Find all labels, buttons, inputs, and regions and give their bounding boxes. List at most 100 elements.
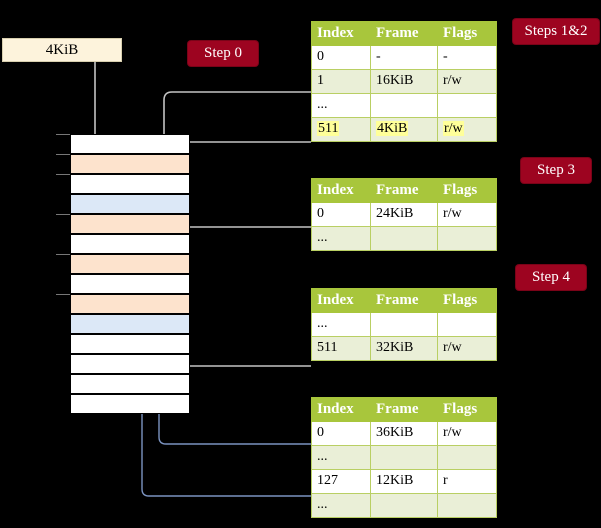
memory-frame-row [70,154,190,174]
memory-tick [56,134,70,135]
memory-tick [56,254,70,255]
memory-frame-row [70,374,190,394]
wire-table2-511-out [178,340,311,367]
cell-flags: - [437,45,497,70]
cell-flags [437,445,497,470]
badge-step-4: Step 4 [516,265,586,290]
memory-frame-row [70,274,190,294]
cell-index: 0 [311,45,371,70]
cell-frame: 36KiB [370,421,438,446]
cell-flags [437,312,497,337]
memory-tick [56,294,70,295]
memory-frame-row [70,294,190,314]
cell-index: 511 [311,336,371,361]
table-row: ... [311,312,497,337]
memory-tick [56,214,70,215]
badge-steps-1-2: Steps 1&2 [513,19,599,44]
column-header-index: Index [311,178,371,203]
cell-frame: 16KiB [370,69,438,94]
page-4kib-box: 4KiB [2,38,122,62]
cell-frame: 12KiB [370,469,438,494]
column-header-frame: Frame [370,288,438,313]
cell-index: ... [311,226,371,251]
cell-index: ... [311,312,371,337]
memory-frame-row [70,254,190,274]
cell-frame [370,445,438,470]
cell-index: 1 [311,69,371,94]
badge-step-0-label: Step 0 [204,45,242,61]
cell-flags [437,226,497,251]
column-header-index: Index [311,288,371,313]
badge-step-4-label: Step 4 [532,269,570,285]
badge-step-0: Step 0 [188,41,258,66]
cell-flags: r [437,469,497,494]
cell-frame: 24KiB [370,202,438,227]
cell-frame: 32KiB [370,336,438,361]
cell-index: 0 [311,202,371,227]
column-header-index: Index [311,397,371,422]
column-header-flags: Flags [437,397,497,422]
memory-frame-row [70,234,190,254]
cell-flags: r/w [437,421,497,446]
cell-index: ... [311,493,371,518]
cell-flags: r/w [437,336,497,361]
table-row: ... [311,493,497,518]
table-row: ... [311,93,497,118]
column-header-flags: Flags [437,288,497,313]
cell-flags [437,93,497,118]
badge-steps-1-2-label: Steps 1&2 [524,23,588,39]
memory-frame-row [70,214,190,234]
badge-step-3: Step 3 [521,158,591,183]
memory-frame-row [70,394,190,414]
memory-frame-row [70,174,190,194]
cell-flags [437,493,497,518]
badge-step-3-label: Step 3 [537,162,575,178]
table-row: ... [311,226,497,251]
cell-index: ... [311,445,371,470]
cell-frame: - [370,45,438,70]
highlighted-value: r/w [443,121,464,136]
cell-flags: r/w [437,69,497,94]
cell-flags: r/w [437,117,497,142]
column-header-flags: Flags [437,21,497,46]
memory-frame-row [70,334,190,354]
cell-frame: 4KiB [370,117,438,142]
page-4kib-label: 4KiB [45,42,79,58]
column-header-flags: Flags [437,178,497,203]
cell-frame [370,93,438,118]
cell-frame [370,226,438,251]
memory-tick [56,154,70,155]
cell-index: 0 [311,421,371,446]
cell-index: 127 [311,469,371,494]
memory-frame-row [70,134,190,154]
cell-index: 511 [311,117,371,142]
cell-flags: r/w [437,202,497,227]
wire-table1-row0-out [178,226,311,253]
column-header-frame: Frame [370,178,438,203]
cell-index: ... [311,93,371,118]
memory-frame-row [70,194,190,214]
column-header-frame: Frame [370,397,438,422]
cell-frame [370,312,438,337]
column-header-index: Index [311,21,371,46]
cell-frame [370,493,438,518]
column-header-frame: Frame [370,21,438,46]
physical-memory-column [70,134,190,414]
highlighted-value: 511 [317,121,340,136]
memory-tick [56,174,70,175]
table-row: 511 4KiB r/w [311,117,497,142]
